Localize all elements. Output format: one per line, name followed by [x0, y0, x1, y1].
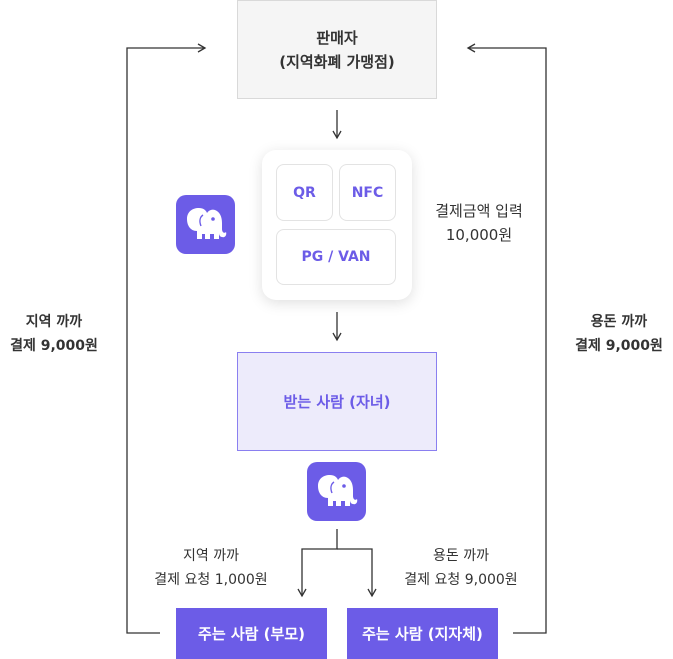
elephant-icon — [176, 195, 235, 254]
request-left-line1: 지역 까까 — [183, 548, 239, 564]
arrow-parent-to-seller — [126, 43, 207, 634]
amount-label-line1: 결제금액 입력 — [435, 202, 523, 220]
amount-label-line2: 10,000원 — [445, 226, 513, 244]
request-right-line2: 결제 요청 9,000원 — [404, 572, 518, 588]
giver-parent-box: 주는 사람 (부모) — [176, 608, 327, 659]
right-side-line1: 용돈 까까 — [590, 314, 648, 330]
amount-label: 결제금액 입력 10,000원 — [420, 199, 538, 247]
left-side-label: 지역 까까 결제 9,000원 — [0, 310, 108, 358]
left-side-line2: 결제 9,000원 — [10, 338, 98, 354]
payment-terminal-card: QR NFC PG / VAN — [262, 150, 412, 300]
seller-title: 판매자 — [316, 28, 358, 47]
request-left-label: 지역 까까 결제 요청 1,000원 — [140, 544, 282, 592]
receiver-label: 받는 사람 (자녀) — [283, 393, 391, 411]
giver-parent-label: 주는 사람 (부모) — [198, 625, 305, 643]
right-side-label: 용돈 까까 결제 9,000원 — [565, 310, 673, 358]
qr-method: QR — [276, 164, 333, 221]
request-right-label: 용돈 까까 결제 요청 9,000원 — [390, 544, 532, 592]
giver-government-label: 주는 사람 (지자체) — [362, 625, 483, 643]
left-side-line1: 지역 까까 — [25, 314, 83, 330]
receiver-box: 받는 사람 (자녀) — [237, 352, 437, 451]
giver-government-box: 주는 사람 (지자체) — [347, 608, 498, 659]
nfc-method: NFC — [339, 164, 396, 221]
pg-van-method: PG / VAN — [276, 229, 396, 285]
right-side-line2: 결제 9,000원 — [575, 338, 663, 354]
request-left-line2: 결제 요청 1,000원 — [154, 572, 268, 588]
seller-box: 판매자 (지역화폐 가맹점) — [237, 0, 437, 99]
arrow-gov-to-seller — [466, 43, 547, 634]
arrow-branch-right — [337, 548, 377, 598]
elephant-icon — [307, 462, 366, 521]
arrow-branch-stem — [297, 529, 338, 598]
request-right-line1: 용돈 까까 — [433, 548, 489, 564]
seller-subtitle: (지역화폐 가맹점) — [279, 52, 395, 71]
